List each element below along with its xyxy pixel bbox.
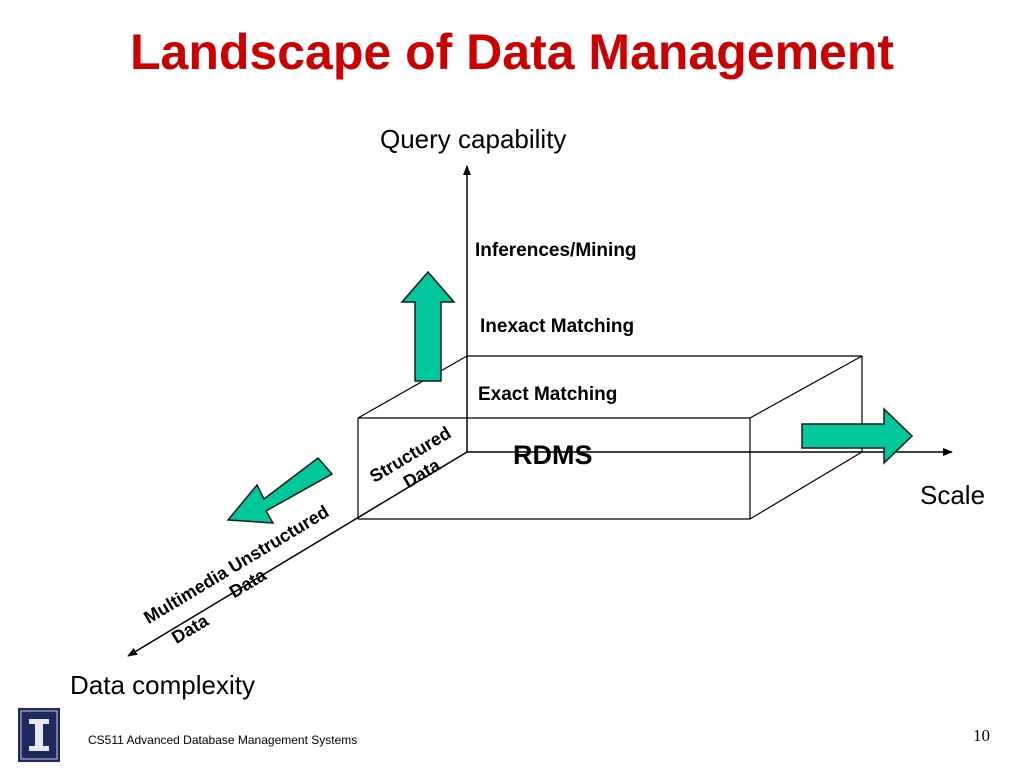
down-left-arrow-shape — [226, 456, 334, 524]
box-left-diagonal-top — [357, 355, 468, 419]
up-arrow-icon — [400, 270, 456, 382]
level-inexact-matching: Inexact Matching — [480, 316, 635, 337]
level-inferences-mining: Inferences/Mining — [475, 240, 637, 261]
right-arrow-icon — [801, 407, 914, 465]
up-arrow-shape — [400, 270, 456, 382]
rdms-label: RDMS — [513, 440, 593, 470]
right-arrow-shape — [801, 407, 914, 465]
box-outline — [357, 355, 863, 520]
box-right-diagonal-top — [749, 355, 863, 419]
box-right-diagonal-bottom — [749, 451, 863, 520]
footer-course-name: CS511 Advanced Database Management Syste… — [88, 733, 358, 747]
complexity-axis-label: Data complexity — [70, 670, 255, 700]
scale-axis-label: Scale — [920, 480, 986, 510]
university-logo — [18, 708, 60, 762]
slide-title: Landscape of Data Management — [129, 24, 895, 80]
complexity-axis — [127, 451, 468, 657]
page-number: 10 — [973, 726, 990, 745]
level-exact-matching: Exact Matching — [478, 384, 618, 405]
down-left-arrow-icon — [226, 456, 334, 524]
query-axis-label: Query capability — [380, 124, 567, 154]
